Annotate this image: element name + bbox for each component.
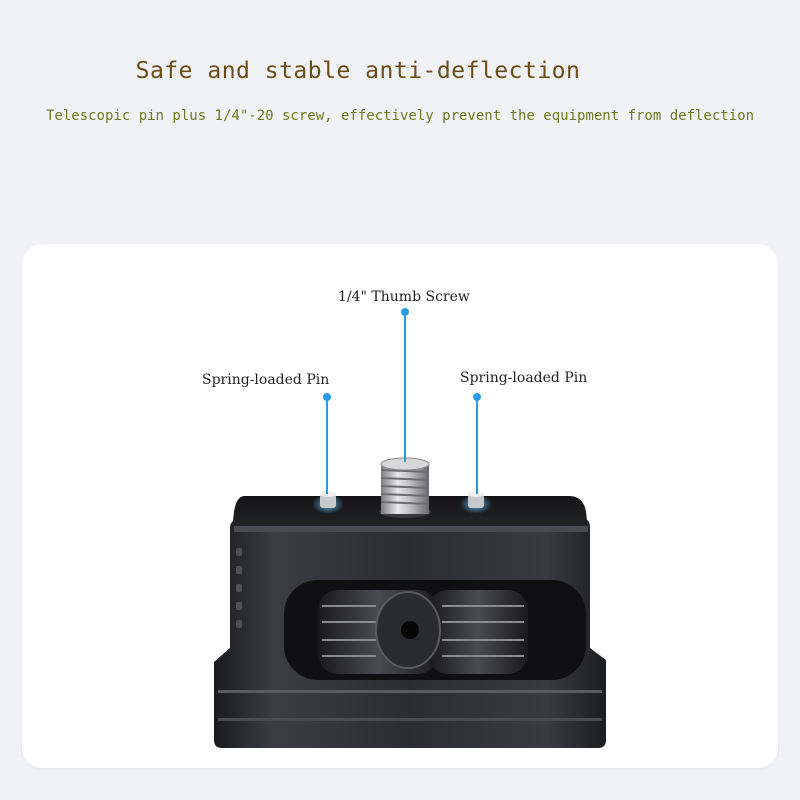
thumb-screw — [379, 457, 431, 518]
callout-line-pin-right — [473, 393, 481, 494]
page-title: Safe and stable anti-deflection — [135, 58, 581, 84]
spring-pin-left — [312, 491, 344, 514]
locking-knob — [318, 590, 528, 674]
callout-pin-left-label: Spring-loaded Pin — [202, 372, 330, 388]
spring-pin-right — [460, 491, 492, 514]
callout-line-pin-left — [323, 393, 331, 494]
callout-thumb-screw-label: 1/4" Thumb Screw — [338, 289, 470, 305]
callout-line-screw — [401, 308, 409, 462]
callout-pin-right-label: Spring-loaded Pin — [460, 370, 588, 386]
page-subtitle: Telescopic pin plus 1/4"-20 screw, effec… — [45, 108, 754, 124]
